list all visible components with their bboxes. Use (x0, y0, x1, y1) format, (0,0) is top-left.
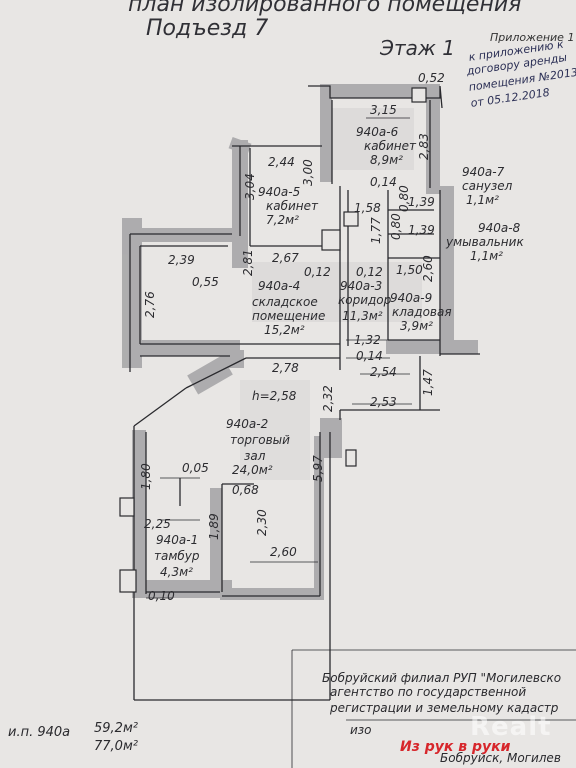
dim-254: 2,54 (370, 365, 397, 379)
total-area-1: 59,2м² (94, 721, 138, 736)
dim-597: 5,97 (311, 455, 325, 482)
wall-lines (129, 85, 480, 701)
columns (119, 87, 427, 593)
total-area-2: 77,0м² (94, 739, 138, 754)
dim-315: 3,15 (370, 103, 397, 117)
dim-276: 2,76 (143, 291, 157, 318)
dim-180: 1,80 (139, 463, 153, 490)
dim-080b: 0,80 (389, 213, 403, 240)
room-940a-4-code: 940а-4 (258, 279, 301, 293)
dim-132: 1,32 (354, 333, 381, 347)
dim-014a: 0,14 (370, 175, 397, 189)
room-940a-6-area: 8,9м² (370, 153, 403, 167)
room-940a-1-name: тамбур (154, 549, 200, 563)
room-940a-9-name: кладовая (392, 305, 452, 319)
room-940a-3-area: 11,3м² (342, 309, 383, 323)
room-940a-3-code: 940а-3 (340, 279, 383, 293)
dim-232: 2,32 (321, 385, 335, 412)
room-940a-8-name: умывальник (446, 235, 524, 249)
dim-253: 2,53 (370, 395, 397, 409)
dim-014b: 0,14 (356, 349, 383, 363)
dim-055: 0,55 (192, 275, 219, 289)
dim-230: 2,30 (255, 509, 269, 536)
room-940a-1-code: 940а-1 (156, 533, 199, 547)
room-940a-7-code: 940а-7 (462, 165, 505, 179)
dimension-lines (146, 117, 576, 768)
dim-052: 0,52 (418, 71, 445, 85)
wall-hatching (122, 84, 478, 600)
dim-278: 2,78 (272, 361, 299, 375)
dim-012a: 0,12 (304, 265, 331, 279)
room-940a-6-name: кабинет (364, 139, 417, 153)
dim-158: 1,58 (354, 201, 381, 215)
plan-title: план изолированного помещения (128, 0, 522, 17)
dim-239: 2,39 (168, 253, 195, 267)
room-940a-5-code: 940а-5 (258, 185, 301, 199)
room-940a-5-name: кабинет (266, 199, 319, 213)
room-940a-4-name: складское (252, 295, 318, 309)
dim-244: 2,44 (268, 155, 295, 169)
dim-147: 1,47 (421, 369, 435, 396)
dim-177: 1,77 (369, 217, 383, 244)
dim-012b: 0,12 (356, 265, 383, 279)
dim-225: 2,25 (144, 517, 171, 531)
dim-304: 3,04 (243, 173, 257, 200)
room-940a-2-name: торговый (230, 433, 290, 447)
dim-010: 0,10 (148, 589, 175, 603)
dim-281: 2,81 (241, 249, 255, 276)
dim-260: 2,60 (421, 255, 435, 282)
dim-005: 0,05 (182, 461, 209, 475)
room-940a-2-area: 24,0м² (232, 463, 273, 477)
room-940a-7-name: санузел (462, 179, 513, 193)
dim-189: 1,89 (207, 513, 221, 540)
room-940a-1-area: 4,3м² (160, 565, 193, 579)
room-940a-9-area: 3,9м² (400, 319, 433, 333)
dim-150: 1,50 (396, 263, 423, 277)
stamp-line-1: Бобруйский филиал РУП "Могилевско (322, 671, 562, 685)
dim-267: 2,67 (272, 251, 299, 265)
room-940a-8-code: 940а-8 (478, 221, 521, 235)
dim-260b: 2,60 (270, 545, 297, 559)
floor-label: Этаж 1 (380, 36, 455, 60)
dim-139b: 1,39 (408, 223, 435, 237)
room-940a-4-area: 15,2м² (264, 323, 305, 337)
dim-080: 0,80 (397, 185, 411, 212)
stamp-line-4: изо (350, 723, 372, 737)
appendix-label: Приложение 1 (490, 31, 575, 44)
room-940a-3-name: коридор (338, 293, 392, 307)
room-940a-9-code: 940а-9 (390, 291, 433, 305)
dim-ceiling-height: h=2,58 (252, 389, 297, 403)
dim-283: 2,83 (417, 133, 431, 160)
total-label: и.п. 940а (8, 725, 71, 740)
dim-300: 3,00 (301, 159, 315, 186)
stamp-line-2: агентство по государственной (330, 685, 527, 699)
entrance-label: Подъезд 7 (146, 16, 269, 41)
watermark-brand: Из рук в руки (400, 739, 511, 755)
room-940a-2-name2: зал (244, 449, 266, 463)
watermark-realt: Realt (470, 712, 552, 742)
room-940a-6-code: 940а-6 (356, 125, 399, 139)
room-940a-7-area: 1,1м² (466, 193, 499, 207)
room-940a-4-name2: помещение (252, 309, 326, 323)
dim-139a: 1,39 (408, 195, 435, 209)
stamp-line-3: регистрации и земельному кадастр (330, 701, 559, 715)
room-940a-8-area: 1,1м² (470, 249, 503, 263)
room-940a-2-code: 940а-2 (226, 417, 269, 431)
room-940a-5-area: 7,2м² (266, 213, 299, 227)
dim-068: 0,68 (232, 483, 259, 497)
stamp-line-5: Бобруйск, Могилев (440, 751, 561, 765)
